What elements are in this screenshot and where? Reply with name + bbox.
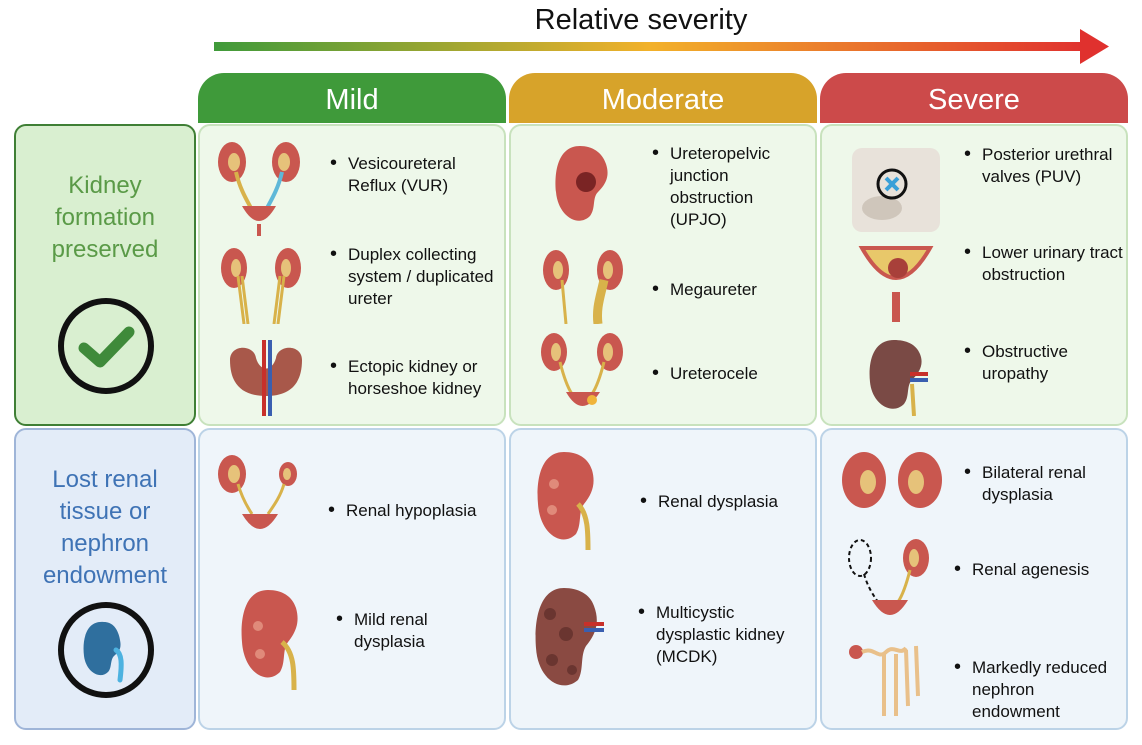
nephron-icon — [849, 645, 920, 716]
item-label: Ureterocele — [670, 364, 758, 383]
column-header-mild: Mild — [198, 73, 506, 123]
upjo-kidney-icon — [555, 146, 608, 221]
list-item: •Obstructive uropathy — [964, 340, 1068, 383]
list-item: •Renal agenesis — [954, 558, 1090, 580]
mild-dysplasia-kidney-icon — [241, 590, 298, 690]
column-header-moderate: Moderate — [509, 73, 817, 123]
list-item: •Bilateral renal dysplasia — [964, 461, 1086, 504]
list-item: •Markedly reduced nephron endowment — [954, 656, 1108, 721]
list-item: •Posterior urethral valves (PUV) — [964, 143, 1113, 186]
row-header-lost: Lost renal tissue or nephron endowment — [14, 428, 196, 730]
item-label: Ureteropelvic junction obstruction (UPJO… — [670, 144, 771, 229]
ureterocele-icon — [541, 333, 623, 406]
item-label: Renal agenesis — [972, 560, 1090, 579]
list-item: •Ureteropelvic junction obstruction (UPJ… — [652, 142, 771, 229]
item-label: Mild renal dysplasia — [354, 610, 428, 651]
obstructive-kidney-icon — [869, 340, 928, 416]
item-label: Vesicoureteral Reflux (VUR) — [348, 154, 456, 195]
puv-pelvis-icon — [852, 148, 940, 232]
item-label: Obstructive uropathy — [982, 342, 1068, 383]
row-label-preserved: Kidney formation preserved — [51, 172, 159, 263]
list-item: •Ectopic kidney or horseshoe kidney — [330, 355, 482, 398]
bilateral-dysplasia-icon — [842, 452, 942, 508]
renal-dysplasia-kidney-icon — [537, 452, 594, 550]
megaureter-icon — [543, 250, 623, 324]
vur-urinary-tract-icon — [218, 142, 300, 236]
mcdk-kidney-icon — [535, 588, 604, 686]
item-label: Megaureter — [670, 280, 757, 299]
column-label-mild: Mild — [325, 84, 379, 116]
horseshoe-kidney-icon — [230, 340, 302, 416]
column-label-severe: Severe — [928, 84, 1020, 116]
row-label-lost: Lost renal tissue or nephron endowment — [42, 466, 168, 589]
check-circle-icon — [58, 298, 154, 394]
item-label: Multicystic dysplastic kidney (MCDK) — [656, 603, 785, 666]
item-label: Bilateral renal dysplasia — [982, 463, 1086, 504]
list-item: •Ureterocele — [652, 362, 758, 384]
column-label-moderate: Moderate — [601, 84, 725, 116]
list-item: •Multicystic dysplastic kidney (MCDK) — [638, 601, 785, 666]
column-header-severe: Severe — [820, 73, 1128, 123]
severity-arrow — [214, 29, 1109, 64]
renal-agenesis-icon — [848, 539, 929, 615]
item-label: Markedly reduced nephron endowment — [972, 658, 1108, 721]
list-item: •Lower urinary tract obstruction — [964, 241, 1123, 284]
item-label: Ectopic kidney or horseshoe kidney — [348, 357, 482, 398]
item-label: Renal dysplasia — [658, 492, 779, 511]
row-header-preserved: Kidney formation preserved — [14, 124, 196, 426]
item-label: Lower urinary tract obstruction — [982, 243, 1123, 284]
renal-hypoplasia-icon — [218, 455, 297, 529]
list-item: •Renal dysplasia — [640, 490, 779, 512]
list-item: •Renal hypoplasia — [328, 499, 477, 521]
cell-lost-mild — [198, 428, 506, 730]
lutο-bladder-icon — [858, 246, 934, 322]
item-label: Duplex collecting system / duplicated ur… — [348, 245, 494, 308]
severity-title: Relative severity — [534, 4, 748, 36]
list-item: •Mild renal dysplasia — [336, 608, 428, 651]
kidney-circle-icon — [58, 602, 154, 698]
duplex-ureter-icon — [221, 248, 301, 324]
item-label: Renal hypoplasia — [346, 501, 477, 520]
item-label: Posterior urethral valves (PUV) — [982, 145, 1113, 186]
list-item: •Megaureter — [652, 278, 757, 300]
list-item: •Vesicoureteral Reflux (VUR) — [330, 152, 456, 195]
list-item: •Duplex collecting system / duplicated u… — [330, 243, 494, 308]
